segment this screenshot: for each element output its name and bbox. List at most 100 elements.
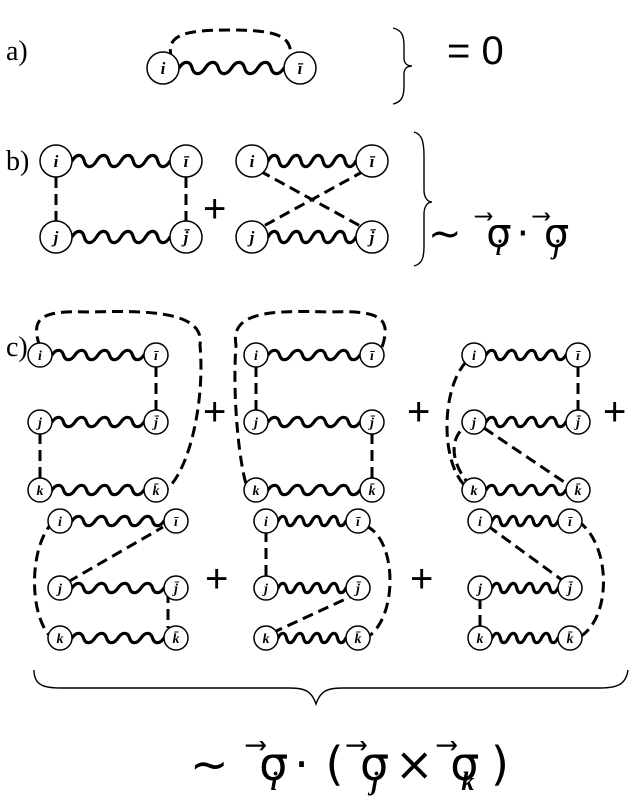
node-j: j: [461, 409, 487, 435]
node-j: j: [47, 575, 73, 601]
node-label-k: k: [471, 484, 478, 499]
node-label-jbar: j̄: [368, 415, 376, 431]
gluon-line: [50, 415, 146, 429]
gluon-line: [490, 631, 560, 645]
dashed-line: [445, 360, 471, 492]
node-circle: [169, 144, 203, 178]
brace-b: [413, 131, 433, 267]
dashed-line: [487, 524, 563, 582]
node-label-kbar: k̄: [369, 483, 376, 499]
node-circle: [143, 342, 169, 368]
node-circle: [359, 342, 385, 368]
node-circle: [146, 51, 180, 85]
node-i: i: [461, 342, 487, 368]
node-circle: [235, 220, 269, 254]
label-a: a): [6, 36, 28, 67]
gluon-line: [276, 631, 348, 645]
plus-c3: +: [603, 390, 626, 434]
node-label-kbar: k̄: [355, 631, 362, 647]
node-circle: [163, 508, 189, 534]
node-kbar: k̄: [163, 625, 189, 651]
node-label-i: i: [58, 515, 62, 530]
result-c-sub-k: k: [461, 767, 474, 796]
node-i: i: [146, 51, 180, 85]
gluon-line: [70, 631, 166, 645]
label-c: c): [6, 332, 28, 363]
node-circle: [467, 625, 493, 651]
plus-c5: +: [410, 557, 433, 601]
node-circle: [345, 625, 371, 651]
node-kbar: k̄: [345, 625, 371, 651]
gluon-line: [70, 229, 172, 245]
node-circle: [345, 508, 371, 534]
node-jbar: j̄: [565, 409, 591, 435]
node-i: i: [47, 508, 73, 534]
result-c: ~ σ⃗i · ( σ⃗j × σ⃗k ): [190, 737, 509, 801]
node-ibar: ī: [557, 508, 583, 534]
node-circle: [27, 477, 53, 503]
node-jbar: j̄: [169, 220, 203, 254]
node-circle: [565, 477, 591, 503]
node-label-i: i: [38, 349, 42, 364]
node-label-i: i: [254, 349, 258, 364]
node-i: i: [243, 342, 269, 368]
gluon-line: [276, 514, 348, 528]
node-circle: [163, 625, 189, 651]
node-circle: [47, 508, 73, 534]
node-circle: [235, 144, 269, 178]
node-circle: [565, 409, 591, 435]
brace-c: [33, 669, 629, 707]
node-jbar: j̄: [143, 409, 169, 435]
node-jbar: j̄: [355, 220, 389, 254]
gluon-line: [276, 581, 348, 595]
node-label-i: i: [161, 59, 166, 78]
node-label-kbar: k̄: [567, 631, 574, 647]
node-ibar: ī: [143, 342, 169, 368]
node-circle: [27, 342, 53, 368]
node-kbar: k̄: [143, 477, 169, 503]
node-circle: [461, 477, 487, 503]
node-ibar: ī: [345, 508, 371, 534]
node-circle: [355, 220, 389, 254]
node-j: j: [27, 409, 53, 435]
dashed-line: [169, 28, 293, 61]
gluon-line: [70, 581, 166, 595]
node-label-j: j: [247, 228, 255, 247]
node-label-jbar: j̄: [354, 581, 362, 597]
node-label-kbar: k̄: [153, 483, 160, 499]
node-label-ibar: ī: [174, 515, 179, 530]
node-circle: [169, 220, 203, 254]
node-ibar: ī: [169, 144, 203, 178]
node-j: j: [253, 575, 279, 601]
node-k: k: [243, 477, 269, 503]
label-b: b): [6, 146, 29, 177]
node-jbar: j̄: [557, 575, 583, 601]
node-circle: [461, 342, 487, 368]
gluon-line: [484, 483, 568, 497]
node-label-j: j: [51, 228, 59, 247]
result-c-cross: ×: [395, 737, 434, 791]
result-b: ~ σ⃗i · σ⃗j: [428, 211, 569, 265]
node-k: k: [27, 477, 53, 503]
result-c-dot: ·: [294, 737, 309, 791]
result-c-open: (: [325, 737, 343, 791]
gluon-line: [484, 348, 568, 362]
node-circle: [27, 409, 53, 435]
gluon-line: [266, 415, 362, 429]
node-circle: [143, 477, 169, 503]
node-circle: [557, 575, 583, 601]
node-circle: [143, 409, 169, 435]
dashed-line: [483, 426, 571, 488]
node-label-ibar: ī: [356, 515, 361, 530]
node-label-j: j: [252, 416, 258, 431]
node-label-k: k: [57, 632, 64, 647]
node-circle: [253, 575, 279, 601]
node-jbar: j̄: [163, 575, 189, 601]
node-circle: [47, 575, 73, 601]
node-ibar: ī: [565, 342, 591, 368]
node-j: j: [243, 409, 269, 435]
plus-c1: +: [203, 390, 226, 434]
node-circle: [243, 342, 269, 368]
node-circle: [253, 625, 279, 651]
